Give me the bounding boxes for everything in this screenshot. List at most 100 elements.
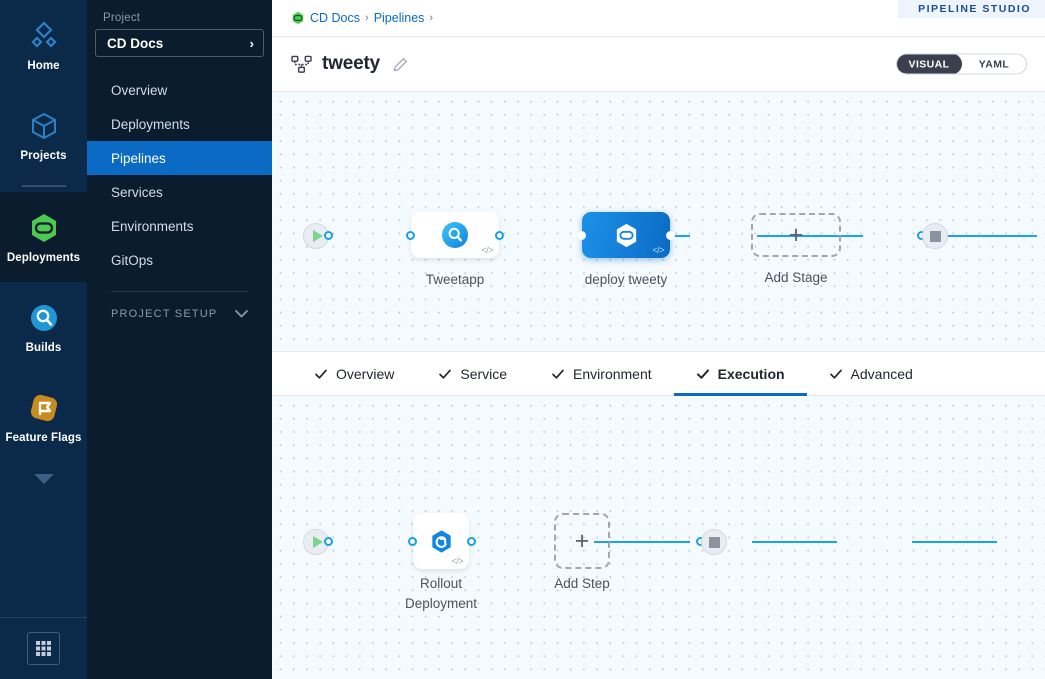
app-grid-icon <box>36 641 51 656</box>
tab-label: Environment <box>573 365 652 382</box>
stop-icon <box>708 536 720 548</box>
rail-item-projects[interactable]: Projects <box>0 90 87 180</box>
cube-icon <box>31 112 56 140</box>
add-step-button[interactable]: + <box>554 513 610 569</box>
sidebar-divider <box>111 291 248 292</box>
sidebar-item-environments[interactable]: Environments <box>87 209 272 243</box>
module-rail: Home Projects Deployments <box>0 0 87 679</box>
step-node-rollout-deployment[interactable]: </> <box>413 513 469 569</box>
connector-line <box>752 541 837 544</box>
pencil-icon[interactable] <box>393 57 408 72</box>
sidebar-section-label: Project <box>103 12 141 24</box>
check-icon <box>696 368 709 379</box>
tab-label: Service <box>460 365 508 382</box>
tab-environment[interactable]: Environment <box>529 352 674 396</box>
sidebar-item-deployments[interactable]: Deployments <box>87 107 272 141</box>
project-sidebar: Project CD Docs › Overview Deployments P… <box>87 0 272 679</box>
feature-flag-icon <box>30 394 57 422</box>
check-icon <box>315 369 327 379</box>
breadcrumb-separator: › <box>365 12 369 24</box>
play-icon <box>312 230 323 242</box>
rail-collapse-button[interactable] <box>0 462 87 496</box>
toggle-option-visual[interactable]: VISUAL <box>897 54 962 74</box>
build-magnifier-icon <box>442 222 468 248</box>
sidebar-item-label: Pipelines <box>111 150 166 166</box>
sidebar-item-label: GitOps <box>111 252 154 268</box>
tab-overview[interactable]: Overview <box>292 352 416 396</box>
add-stage-button[interactable]: + <box>751 213 841 257</box>
code-badge: </> <box>451 556 463 566</box>
code-badge: </> <box>481 245 493 255</box>
sidebar-item-gitops[interactable]: GitOps <box>87 243 272 277</box>
breadcrumb-link-cd-docs[interactable]: CD Docs <box>310 11 361 25</box>
harness-logo-icon <box>292 11 304 25</box>
tab-label: Overview <box>336 365 395 382</box>
sidebar-item-services[interactable]: Services <box>87 175 272 209</box>
start-port[interactable] <box>324 537 333 546</box>
sidebar-item-overview[interactable]: Overview <box>87 73 272 107</box>
project-setup-label: PROJECT SETUP <box>111 308 218 320</box>
step-graph: </> Rollout Deployment + Add Step <box>272 396 1045 679</box>
rail-item-feature-flags[interactable]: Feature Flags <box>0 372 87 462</box>
sidebar-item-pipelines[interactable]: Pipelines <box>87 141 272 175</box>
stage-canvas[interactable]: </> Tweetapp </> deploy tweety <box>272 92 1045 352</box>
view-mode-toggle[interactable]: VISUAL YAML <box>896 53 1027 75</box>
tab-service[interactable]: Service <box>416 352 529 396</box>
stage-node-deploy-tweety[interactable]: </> <box>582 212 670 258</box>
check-icon <box>552 369 564 379</box>
step-input-port[interactable] <box>408 537 417 546</box>
execution-canvas[interactable]: </> Rollout Deployment + Add Step <box>272 396 1045 679</box>
step-output-port[interactable] <box>467 537 476 546</box>
end-node[interactable] <box>701 529 727 555</box>
stage-output-port[interactable] <box>666 231 675 240</box>
pipeline-nodes-icon <box>291 55 312 73</box>
sidebar-nav-list: Overview Deployments Pipelines Services … <box>87 73 272 277</box>
rail-item-builds[interactable]: Builds <box>0 282 87 372</box>
stop-icon <box>929 230 941 242</box>
connector-line <box>757 235 863 238</box>
breadcrumb-link-pipelines[interactable]: Pipelines <box>373 11 425 25</box>
stage-graph: </> Tweetapp </> deploy tweety <box>272 92 1045 351</box>
rail-item-home[interactable]: Home <box>0 0 87 90</box>
stage-output-port[interactable] <box>495 231 504 240</box>
pipeline-title-bar: tweety VISUAL YAML <box>272 37 1045 92</box>
step-node-label: Rollout Deployment <box>404 576 478 612</box>
chevron-right-icon: › <box>249 35 254 51</box>
start-port[interactable] <box>324 231 333 240</box>
project-setup-toggle[interactable]: PROJECT SETUP <box>87 292 272 320</box>
tab-advanced[interactable]: Advanced <box>807 352 935 396</box>
sidebar-item-label: Deployments <box>111 116 190 132</box>
tab-label: Execution <box>717 365 785 382</box>
rail-item-label: Projects <box>20 150 67 162</box>
breadcrumb: CD Docs › Pipelines › <box>291 11 433 25</box>
check-icon <box>829 369 842 379</box>
rail-item-label: Builds <box>25 342 62 354</box>
end-node[interactable] <box>922 223 948 249</box>
toggle-option-yaml[interactable]: YAML <box>978 58 1010 70</box>
add-stage-label: Add Stage <box>764 270 828 285</box>
connector-line <box>932 235 1037 238</box>
code-badge: </> <box>652 245 664 255</box>
stage-node-label: deploy tweety <box>584 272 668 287</box>
rail-item-label: Home <box>27 60 60 72</box>
stage-node-tweetapp[interactable]: </> <box>411 212 499 258</box>
connector-line <box>594 541 690 544</box>
pipeline-studio-badge: PIPELINE STUDIO <box>898 0 1045 18</box>
sidebar-item-label: Overview <box>111 82 168 98</box>
check-icon <box>439 369 452 379</box>
app-grid-button[interactable] <box>27 632 60 665</box>
stage-config-tabs: Overview Service Environment Execution <box>272 352 1045 396</box>
rail-item-deployments[interactable]: Deployments <box>0 192 87 282</box>
breadcrumb-bar: CD Docs › Pipelines › PIPELINE STUDIO <box>272 0 1045 37</box>
tab-label: Advanced <box>850 365 913 382</box>
tab-execution[interactable]: Execution <box>673 352 807 396</box>
stage-node-label: Tweetapp <box>425 272 485 287</box>
stage-input-port[interactable] <box>577 231 586 240</box>
rail-item-label: Deployments <box>6 252 81 264</box>
project-selector[interactable]: CD Docs › <box>95 29 264 57</box>
stage-input-port[interactable] <box>406 231 415 240</box>
plus-icon: + <box>574 526 590 555</box>
add-step-label: Add Step <box>554 576 610 591</box>
play-icon <box>312 536 323 548</box>
